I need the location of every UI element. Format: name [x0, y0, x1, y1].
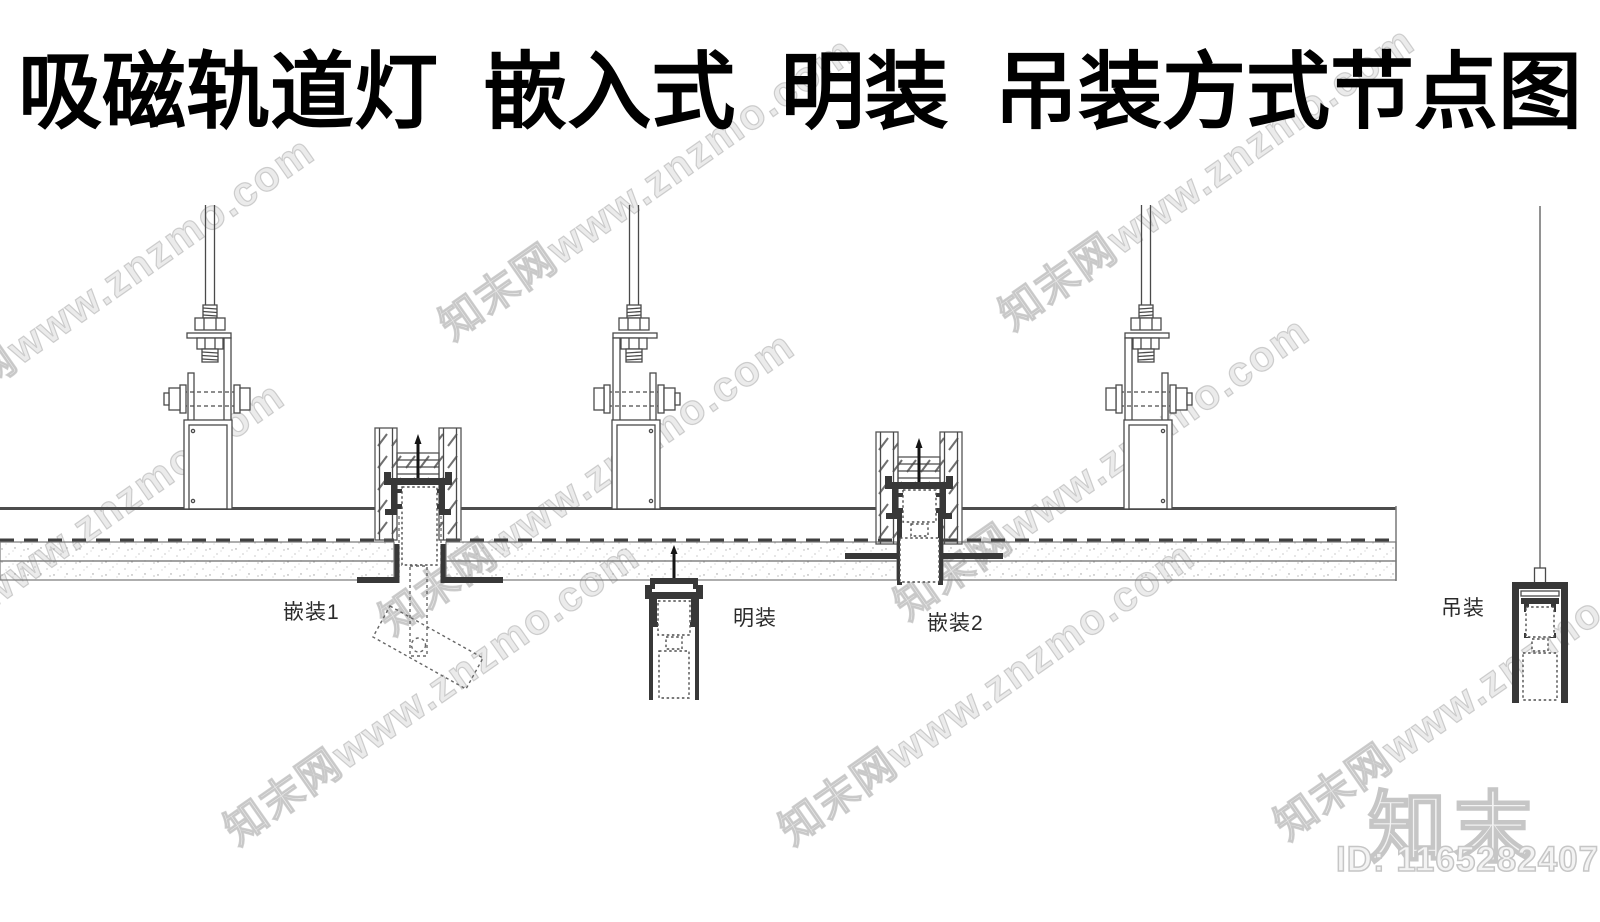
recessed-track-2	[845, 430, 1003, 585]
suspended-track	[1512, 206, 1568, 703]
adjustable-spotlight-phantom	[372, 565, 484, 690]
ceiling-assembly	[0, 506, 1397, 581]
hanger-left	[163, 204, 251, 510]
recessed-track-1	[357, 426, 503, 583]
gypsum-board-layers	[0, 541, 1397, 581]
hanger-right	[1105, 204, 1193, 510]
surface-track	[645, 545, 703, 700]
label-surface: 明装	[733, 607, 777, 630]
drawing-id: ID: 1165282407	[1335, 839, 1600, 880]
drawing-title: 吸磁轨道灯 嵌入式 明装 吊装方式节点图	[17, 45, 1582, 139]
label-recessed-1: 嵌装1	[283, 601, 340, 624]
label-recessed-2: 嵌装2	[927, 612, 984, 635]
site-logo: 知末	[1367, 783, 1541, 873]
hanger-middle	[593, 204, 681, 510]
label-suspended: 吊装	[1441, 597, 1485, 620]
